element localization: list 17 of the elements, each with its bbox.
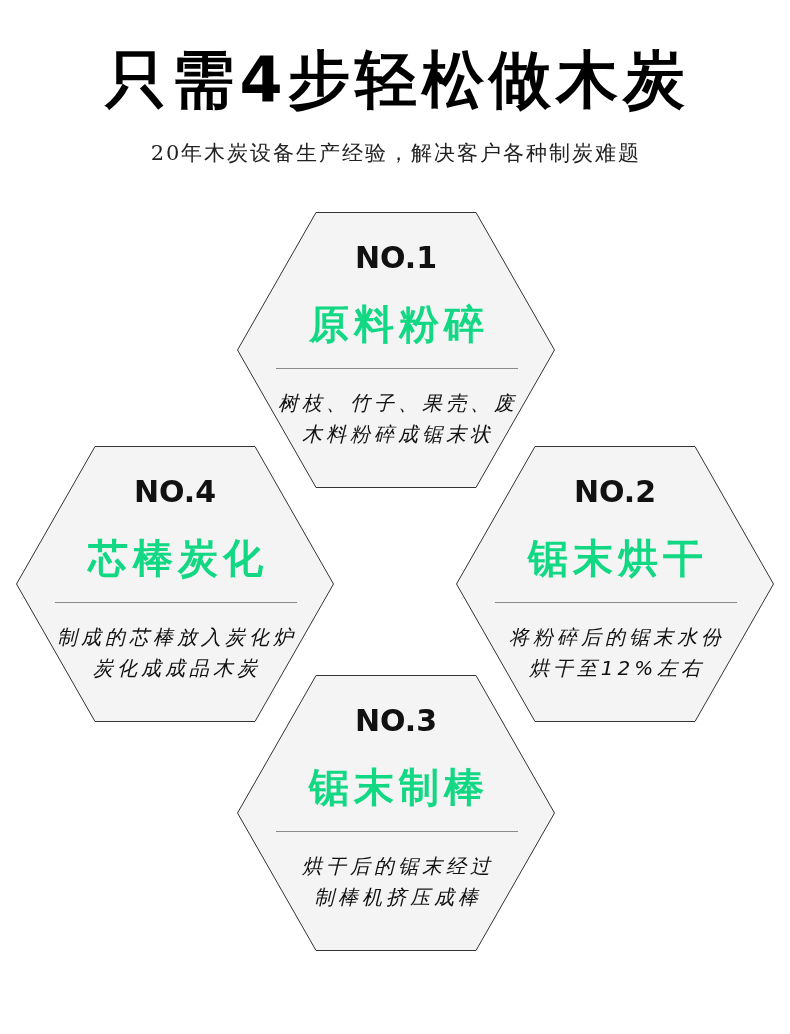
step-heading: 原料粉碎 [307, 300, 489, 348]
title: 只需4步轻松做木炭 [103, 42, 690, 118]
step-number: NO.4 [133, 474, 217, 510]
step-number: NO.2 [573, 474, 657, 510]
step-description: 树枝、竹子、果壳、废木料粉碎成锯末状 [277, 390, 519, 448]
step-description: 烘干后的锯末经过制棒机挤压成棒 [301, 853, 495, 911]
step-heading: 锯末制棒 [307, 763, 489, 811]
step-heading: 芯棒炭化 [86, 534, 268, 582]
step-number: NO.1 [354, 240, 438, 276]
step-description: 制成的芯棒放入炭化炉炭化成成品木炭 [56, 624, 298, 682]
hexagon-card [237, 212, 555, 488]
step-heading: 锯末烘干 [526, 534, 708, 582]
subtitle: 20年木炭设备生产经验，解决客户各种制炭难题 [149, 140, 642, 167]
hexagon-card [16, 446, 334, 722]
step-description: 将粉碎后的锯末水份烘干至12%左右 [508, 624, 726, 682]
hexagon-card [456, 446, 774, 722]
step-number: NO.3 [354, 703, 438, 739]
